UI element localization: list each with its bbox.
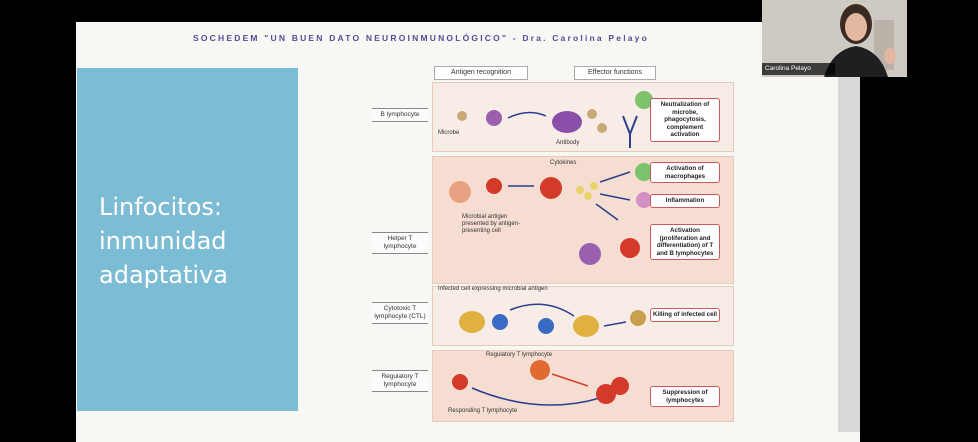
outcome-inflammation: Inflammation xyxy=(650,194,720,208)
presentation-slide: SOCHEDEM "UN BUEN DATO NEUROINMUNOLÓGICO… xyxy=(76,22,860,442)
antigen-presenting-cell-icon xyxy=(449,181,471,203)
participant-video[interactable] xyxy=(762,0,907,77)
participant-name: Carolina Pelayo xyxy=(762,63,835,75)
helper-t-icon xyxy=(486,178,502,194)
outcome-neutralization: Neutralization of microbe, phagocytosis,… xyxy=(650,98,720,142)
note-microbe: Microbe xyxy=(438,130,460,136)
infected-cell-icon xyxy=(459,311,485,333)
title-line-1: Linfocitos: xyxy=(99,193,222,221)
cytokine-icon xyxy=(576,186,584,194)
lymphocyte-diagram: Antigen recognition Effector functions xyxy=(368,64,740,426)
arrow-icon xyxy=(595,171,631,221)
row-label-regulatory: Regulatory T lymphocyte xyxy=(372,370,428,392)
slide-header: SOCHEDEM "UN BUEN DATO NEUROINMUNOLÓGICO… xyxy=(193,33,649,43)
note-antibody: Antibody xyxy=(556,140,580,146)
row-label-b-lymphocyte: B lymphocyte xyxy=(372,108,428,122)
slide-title: Linfocitos: inmunidad adaptativa xyxy=(99,190,294,292)
row-label-ctl: Cytotoxic T lymphocyte (CTL) xyxy=(372,302,428,324)
killed-cell-icon xyxy=(630,310,646,326)
responding-t-icon xyxy=(452,374,468,390)
cytokine-icon xyxy=(590,182,598,190)
suppressed-t-icon xyxy=(596,384,616,404)
row-label-helper-t: Helper T lymphocyte xyxy=(372,232,428,254)
target-cell-icon xyxy=(573,315,599,337)
regulatory-t-icon xyxy=(530,360,550,380)
microbe-icon xyxy=(457,111,467,121)
slide-side-bar xyxy=(838,77,860,432)
arrow-icon xyxy=(471,387,601,406)
note-regulatory-t: Regulatory T lymphocyte xyxy=(486,352,553,358)
ctl-icon xyxy=(492,314,508,330)
outcome-macrophages: Activation of macrophages xyxy=(650,162,720,183)
inhibition-icon xyxy=(551,373,589,387)
note-infected-cell: Infected cell expressing microbial antig… xyxy=(438,286,548,292)
microbe-icon xyxy=(597,123,607,133)
activated-t-icon xyxy=(540,177,562,199)
arrow-icon xyxy=(507,111,547,119)
diagram-cells-svg xyxy=(449,91,653,406)
regulatory-band xyxy=(432,350,734,422)
microbe-icon xyxy=(587,109,597,119)
note-microbial-antigen: Microbial antigen presented by antigen-p… xyxy=(462,214,521,234)
phagocyte-icon xyxy=(635,91,653,109)
arrow-icon xyxy=(509,303,575,317)
note-responding-t: Responding T lymphocyte xyxy=(448,408,518,414)
b-lymphocyte-icon xyxy=(486,110,502,126)
plasma-cell-icon xyxy=(552,111,582,133)
inflammation-icon xyxy=(636,192,652,208)
outcome-suppression: Suppression of lymphocytes xyxy=(650,386,720,407)
antigen-recognition-header: Antigen recognition xyxy=(434,66,528,80)
arrow-icon xyxy=(603,321,627,327)
antibody-icon xyxy=(622,115,638,148)
note-cytokines: Cytokines xyxy=(550,160,577,166)
title-line-2: inmunidad xyxy=(99,227,227,255)
suppressed-t-icon xyxy=(611,377,629,395)
title-line-3: adaptativa xyxy=(99,261,228,289)
outcome-lymphocyte-activation: Activation (proliferation and differenti… xyxy=(650,224,720,260)
effector-functions-header: Effector functions xyxy=(574,66,656,80)
participant-avatar xyxy=(762,0,907,77)
b-cell-cluster-icon xyxy=(579,243,601,265)
cytokine-icon xyxy=(584,192,592,200)
title-panel: Linfocitos: inmunidad adaptativa xyxy=(77,68,298,411)
ctl-attack-icon xyxy=(538,318,554,334)
t-cell-cluster-icon xyxy=(620,238,640,258)
macrophage-icon xyxy=(635,163,653,181)
outcome-killing: Killing of infected cell xyxy=(650,308,720,322)
